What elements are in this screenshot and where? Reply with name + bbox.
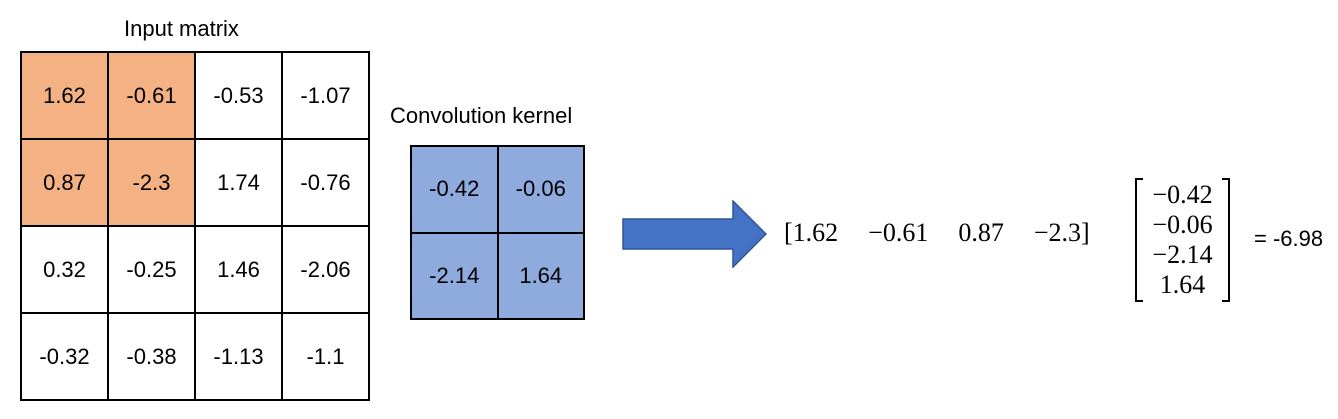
row-vector-entry: −0.61 (868, 218, 929, 247)
right-arrow-icon (622, 200, 767, 268)
row-vector-right-bracket: ] (1081, 218, 1090, 247)
input-matrix: 1.62 -0.61 -0.53 -1.07 0.87 -2.3 1.74 -0… (20, 51, 370, 401)
kernel-cell-r1c1: 1.64 (497, 232, 584, 319)
kernel-cell-r0c0: -0.42 (411, 146, 498, 233)
column-vector-entry: −2.14 (1152, 240, 1213, 269)
kernel-cell-r0c1: -0.06 (497, 146, 584, 233)
row-vector: [1.62 −0.61 0.87 −2.3] (784, 218, 1090, 248)
column-vector-left-bracket (1135, 178, 1143, 302)
input-cell-r0c3: -1.07 (282, 52, 369, 139)
input-cell-r3c3: -1.1 (282, 313, 369, 400)
input-cell-r3c2: -1.13 (195, 313, 282, 400)
input-cell-r1c3: -0.76 (282, 139, 369, 226)
input-cell-r2c3: -2.06 (282, 226, 369, 313)
kernel-title: Convolution kernel (390, 103, 573, 128)
input-matrix-title: Input matrix (124, 16, 239, 41)
input-cell-r2c2: 1.46 (195, 226, 282, 313)
input-cell-r1c1: -2.3 (108, 139, 195, 226)
row-vector-entry: 0.87 (958, 218, 1004, 247)
result-value: = -6.98 (1254, 226, 1324, 251)
column-vector-entry: 1.64 (1159, 270, 1206, 299)
input-cell-r3c0: -0.32 (21, 313, 108, 400)
input-cell-r1c0: 0.87 (21, 139, 108, 226)
input-cell-r1c2: 1.74 (195, 139, 282, 226)
convolution-kernel: -0.42 -0.06 -2.14 1.64 (410, 145, 585, 320)
kernel-cell-r1c0: -2.14 (411, 232, 498, 319)
input-cell-r2c1: -0.25 (108, 226, 195, 313)
column-vector-entry: −0.06 (1152, 210, 1213, 239)
input-cell-r0c2: -0.53 (195, 52, 282, 139)
row-vector-entry: 1.62 (792, 218, 839, 247)
row-vector-entry: −2.3 (1033, 218, 1082, 247)
input-cell-r2c0: 0.32 (21, 226, 108, 313)
row-vector-left-bracket: [ (784, 218, 793, 247)
input-cell-r0c1: -0.61 (108, 52, 195, 139)
input-cell-r0c0: 1.62 (21, 52, 108, 139)
column-vector-right-bracket (1222, 178, 1230, 302)
input-cell-r3c1: -0.38 (108, 313, 195, 400)
column-vector-entry: −0.42 (1152, 180, 1213, 209)
column-vector: −0.42 −0.06 −2.14 1.64 (1135, 178, 1230, 304)
